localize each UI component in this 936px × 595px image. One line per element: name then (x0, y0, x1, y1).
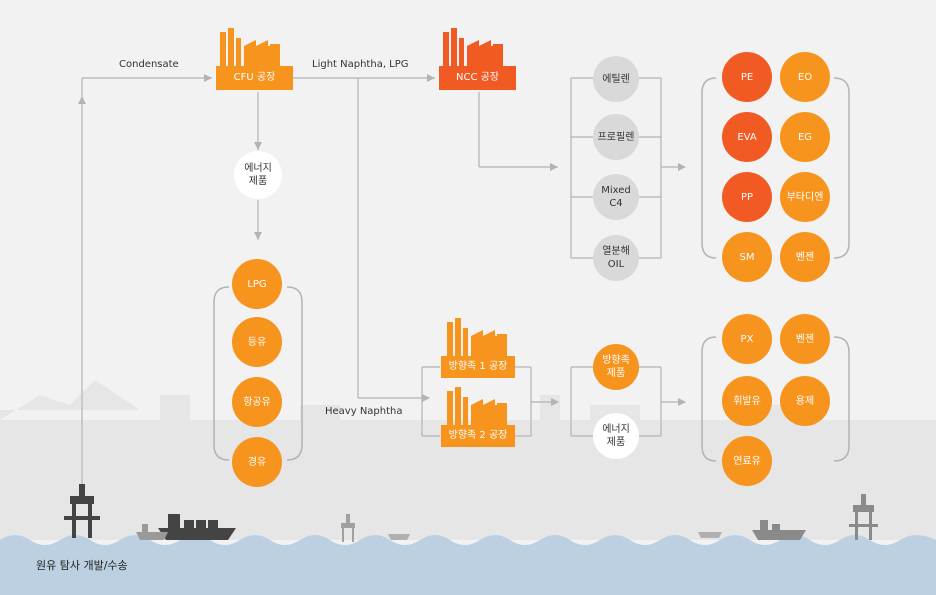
condensate-label: Condensate (119, 59, 179, 70)
oil-platform-icon-left (64, 484, 100, 538)
ncc-product-node: EVA (722, 112, 772, 162)
aromatics-product-node: 휘발유 (722, 376, 772, 426)
factory-icon-aromatics1 (441, 318, 515, 378)
aromatics-energy-products-node: 에너지 제품 (593, 413, 639, 459)
ncc-product-node: PP (722, 172, 772, 222)
cfu-product-node: 항공유 (232, 377, 282, 427)
oil-platform-icon-mid (341, 514, 355, 542)
cfu-product-node: 경유 (232, 437, 282, 487)
aromatics-products-node: 방향족 제품 (593, 344, 639, 390)
ncc-product-node: 부타디엔 (780, 172, 830, 222)
aromatics1-factory-label: 방향족 1 공장 (448, 361, 508, 372)
aromatics2-factory-label: 방향족 2 공장 (448, 430, 508, 441)
ship-icon-bg-right (752, 520, 806, 540)
factory-icon-ncc (439, 28, 516, 90)
ncc-product-node: 벤젠 (780, 232, 830, 282)
ncc-factory-label: NCC 공장 (455, 72, 500, 83)
ncc-intermediate-node: 에틸렌 (593, 56, 639, 102)
aromatics-product-node: PX (722, 314, 772, 364)
ncc-intermediate-node: 프로필렌 (593, 114, 639, 160)
ncc-intermediate-node: 열분해 OIL (593, 235, 639, 281)
ship-icon-bg-left (136, 524, 168, 540)
cfu-product-node: 등유 (232, 317, 282, 367)
heavy-naphtha-label: Heavy Naphtha (325, 406, 403, 417)
factory-icon-cfu (216, 28, 293, 90)
oil-platform-icon-right (849, 494, 878, 540)
aromatics-product-node: 연료유 (722, 436, 772, 486)
tanker-ship-icon (158, 514, 236, 540)
aromatics-product-node: 용제 (780, 376, 830, 426)
factory-icon-aromatics2 (441, 387, 515, 447)
cfu-product-node: LPG (232, 259, 282, 309)
cfu-energy-products-node: 에너지 제품 (234, 151, 282, 199)
aromatics-product-node: 벤젠 (780, 314, 830, 364)
ncc-product-node: PE (722, 52, 772, 102)
brackets (213, 77, 850, 462)
ship-icon-bg-far (388, 532, 722, 540)
ncc-intermediate-node: Mixed C4 (593, 174, 639, 220)
sea (0, 535, 936, 595)
flow-lines (81, 77, 678, 490)
ncc-product-node: EG (780, 112, 830, 162)
light-naphtha-label: Light Naphtha, LPG (312, 59, 409, 70)
cfu-factory-label: CFU 공장 (233, 72, 276, 83)
arrowheads (78, 74, 686, 406)
bottom-caption: 원유 탐사 개발/수송 (36, 559, 128, 572)
ncc-product-node: EO (780, 52, 830, 102)
ncc-product-node: SM (722, 232, 772, 282)
